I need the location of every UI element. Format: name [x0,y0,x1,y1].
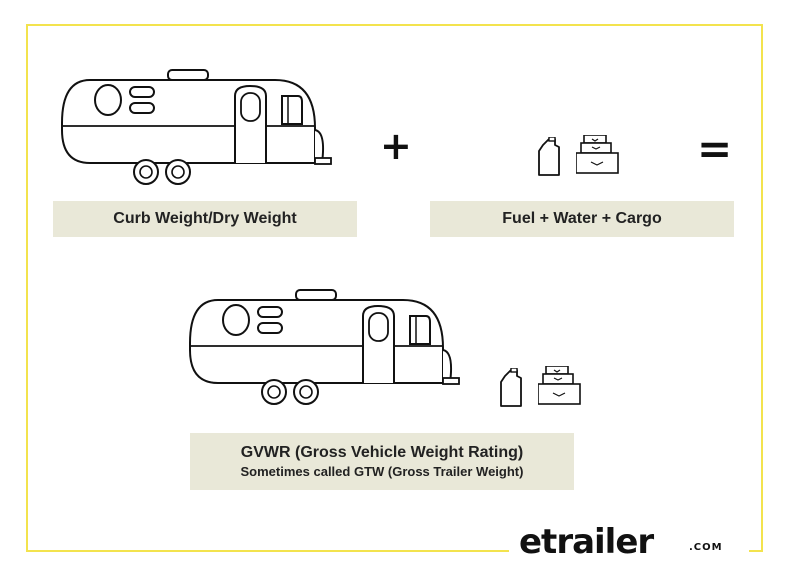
jerry-can-icon [500,368,522,407]
jerry-can-icon [538,137,560,176]
logo-suffix: .COM [689,542,723,553]
logo-wordmark: etrailer [519,522,654,562]
luggage-stack-icon [576,135,619,174]
etrailer-logo: etrailer .COM [509,520,749,568]
fuel-water-cargo-text: Fuel + Water + Cargo [502,210,662,227]
curb-weight-text: Curb Weight/Dry Weight [113,210,297,227]
fuel-water-cargo-label: Fuel + Water + Cargo [430,201,734,237]
gvwr-title: GVWR (Gross Vehicle Weight Rating) [240,444,524,461]
loaded-trailer-icon [189,289,460,405]
diagram-frame [26,24,763,552]
gvwr-label: GVWR (Gross Vehicle Weight Rating) Somet… [190,433,574,490]
gvwr-subtitle: Sometimes called GTW (Gross Trailer Weig… [240,464,524,479]
plus-operator: + [380,124,412,168]
curb-weight-label: Curb Weight/Dry Weight [53,201,357,237]
luggage-stack-icon [538,366,581,405]
travel-trailer-icon [61,69,332,185]
equals-operator: = [697,124,733,173]
